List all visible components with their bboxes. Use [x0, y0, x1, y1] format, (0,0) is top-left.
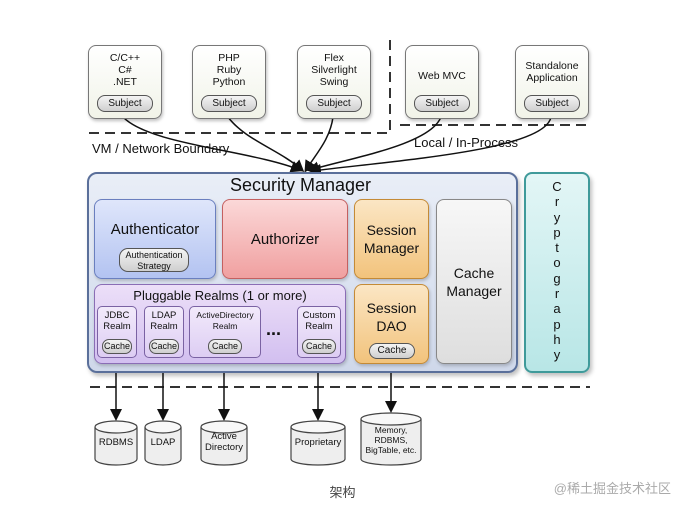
client-standalone-application: Standalone Application Subject — [515, 45, 589, 119]
client-label: C/C++ C# .NET — [109, 52, 141, 88]
client-label: Flex Silverlight Swing — [311, 52, 357, 88]
realm-label: JDBC Realm — [103, 310, 131, 332]
realms-ellipsis: ... — [266, 319, 282, 339]
cryptography-label: C r y p t o g r a p h y — [552, 179, 562, 363]
realm-jdbc: JDBC Realm Cache — [97, 306, 137, 358]
subject-badge: Subject — [306, 95, 362, 112]
database-icon — [144, 420, 182, 466]
client-label: Standalone Application — [525, 60, 579, 84]
authenticator-box: Authenticator Authentication Strategy — [94, 199, 216, 279]
realm-custom: Custom Realm Cache — [297, 306, 341, 358]
figure-caption: 架构 — [329, 485, 356, 500]
subject-badge: Subject — [524, 95, 580, 112]
database-icon — [290, 420, 346, 466]
datastore-rdbms: RDBMS — [94, 420, 138, 466]
authorizer-label: Authorizer — [250, 231, 320, 248]
authorizer-box: Authorizer — [222, 199, 348, 279]
cache-manager-label: Cache Manager — [446, 265, 502, 299]
client-cpp-csharp-dotnet: C/C++ C# .NET Subject — [88, 45, 162, 119]
datastore-label: Proprietary — [294, 437, 342, 448]
realm-cache-badge: Cache — [149, 339, 179, 354]
datastore-active-directory: Active Directory — [200, 420, 248, 466]
authenticator-label: Authenticator — [110, 221, 200, 238]
vm-boundary-line — [88, 40, 391, 134]
client-web-mvc: Web MVC Subject — [405, 45, 479, 119]
realm-ldap: LDAP Realm Cache — [144, 306, 184, 358]
datastore-memory-rdbms-bigtable: Memory, RDBMS, BigTable, etc. — [360, 412, 422, 466]
realm-cache-badge: Cache — [208, 339, 242, 354]
realm-label: Custom Realm — [302, 310, 336, 332]
client-label: Web MVC — [418, 70, 466, 82]
subject-badge: Subject — [201, 95, 257, 112]
datastore-label: Active Directory — [204, 431, 243, 453]
database-icon — [94, 420, 138, 466]
datastore-label: LDAP — [150, 437, 176, 448]
realm-active-directory: ActiveDirectory Realm Cache — [189, 306, 261, 358]
session-manager-label: Session Manager — [363, 222, 420, 256]
database-icon — [200, 420, 248, 466]
session-manager-box: Session Manager — [354, 199, 429, 279]
realm-cache-badge: Cache — [302, 339, 336, 354]
pluggable-realms-label: Pluggable Realms (1 or more) — [133, 288, 307, 303]
datastore-label: Memory, RDBMS, BigTable, etc. — [365, 425, 417, 455]
vm-network-boundary-label: VM / Network Boundary — [92, 141, 230, 156]
realm-label: LDAP Realm — [150, 310, 178, 332]
datastore-ldap: LDAP — [144, 420, 182, 466]
cryptography-box: C r y p t o g r a p h y — [524, 172, 590, 373]
subject-badge: Subject — [97, 95, 153, 112]
watermark-text: @稀土掘金技术社区 — [553, 481, 671, 496]
subject-badge: Subject — [414, 95, 470, 112]
client-label: PHP Ruby Python — [212, 52, 246, 88]
client-php-ruby-python: PHP Ruby Python Subject — [192, 45, 266, 119]
local-in-process-label: Local / In-Process — [414, 135, 519, 150]
database-icon — [360, 412, 422, 466]
session-dao-label: Session DAO — [366, 300, 417, 334]
client-flex-silverlight-swing: Flex Silverlight Swing Subject — [297, 45, 371, 119]
datastore-label: RDBMS — [98, 437, 134, 448]
session-dao-box: Session DAO Cache — [354, 284, 429, 364]
realm-cache-badge: Cache — [102, 339, 132, 354]
authentication-strategy-badge: Authentication Strategy — [119, 248, 189, 272]
security-manager-title: Security Manager — [229, 175, 372, 195]
realm-label: ActiveDirectory Realm — [196, 310, 254, 331]
datastore-proprietary: Proprietary — [290, 420, 346, 466]
session-dao-cache-badge: Cache — [369, 343, 415, 359]
cache-manager-box: Cache Manager — [436, 199, 512, 364]
